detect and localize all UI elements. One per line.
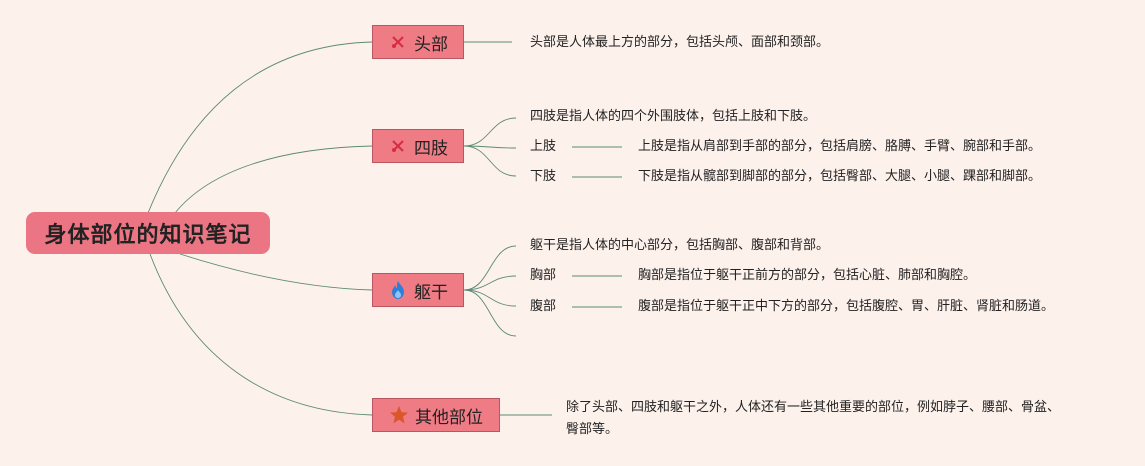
branch-head-label: 头部 — [414, 34, 448, 55]
limbs-child-lower-label[interactable]: 下肢 — [530, 169, 557, 184]
branch-other[interactable]: 其他部位 — [372, 398, 500, 432]
other-description: 除了头部、四肢和躯干之外，人体还有一些其他重要的部位，例如脖子、腰部、骨盆、臀部… — [566, 400, 1061, 437]
limbs-description: 四肢是指人体的四个外围肢体，包括上肢和下肢。 — [530, 109, 817, 124]
branch-limbs[interactable]: 四肢 — [372, 129, 464, 163]
tools-icon — [388, 32, 408, 52]
limbs-child-lower-detail: 下肢是指从髋部到脚部的部分，包括臀部、大腿、小腿、踝部和脚部。 — [638, 169, 1042, 184]
limbs-child-upper-detail: 上肢是指从肩部到手部的部分，包括肩膀、胳膊、手臂、腕部和手部。 — [638, 139, 1042, 154]
root-node[interactable]: 身体部位的知识笔记 — [26, 212, 270, 254]
branch-other-label: 其他部位 — [415, 407, 483, 428]
torso-child-abdomen-detail: 腹部是指位于躯干正中下方的部分，包括腹腔、胃、肝脏、肾脏和肠道。 — [638, 299, 1055, 314]
head-description: 头部是人体最上方的部分，包括头颅、面部和颈部。 — [530, 35, 830, 50]
branch-torso[interactable]: 躯干 — [372, 273, 464, 307]
star-icon — [389, 405, 409, 425]
torso-description: 躯干是指人体的中心部分，包括胸部、腹部和背部。 — [530, 238, 830, 253]
torso-child-chest-label[interactable]: 胸部 — [530, 268, 557, 283]
limbs-child-upper-label[interactable]: 上肢 — [530, 139, 557, 154]
branch-torso-label: 躯干 — [414, 282, 448, 303]
root-title: 身体部位的知识笔记 — [44, 223, 252, 248]
tools-icon — [388, 136, 408, 156]
torso-child-abdomen-label[interactable]: 腹部 — [530, 299, 557, 314]
branch-head[interactable]: 头部 — [372, 25, 464, 59]
branch-limbs-label: 四肢 — [414, 138, 448, 159]
torso-child-chest-detail: 胸部是指位于躯干正前方的部分，包括心脏、肺部和胸腔。 — [638, 268, 977, 283]
fire-icon — [388, 280, 408, 300]
